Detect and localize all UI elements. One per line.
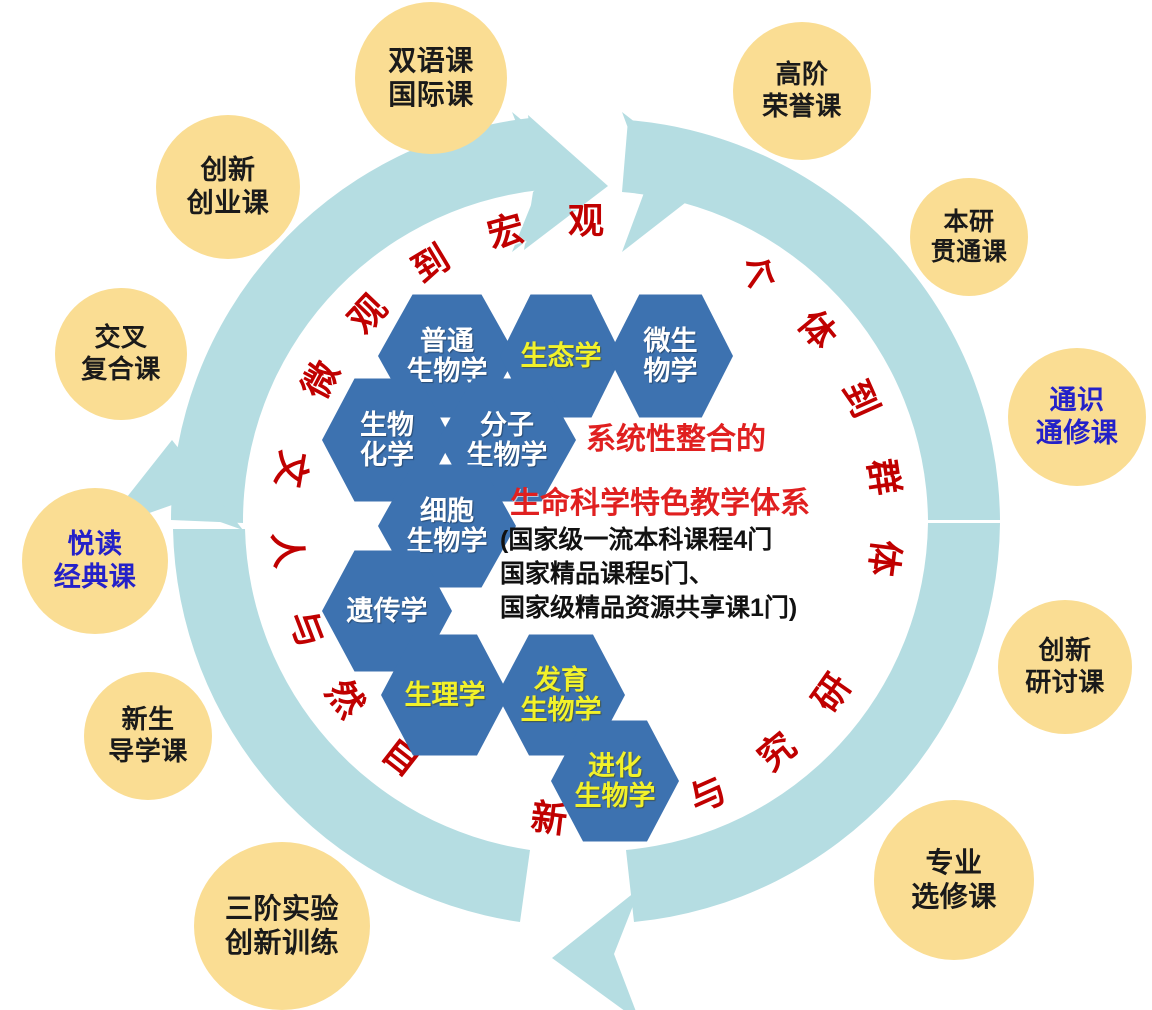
bubble-line1: 专业 [925, 846, 983, 878]
arc-label-char: 体 [861, 537, 907, 578]
bubble-general-education[interactable]: 通识 通修课 [1008, 348, 1146, 486]
center-headline-line2: 生命科学特色教学体系 [510, 487, 810, 520]
arc-label-char: 人 [265, 529, 311, 570]
bubble-line2: 荣誉课 [762, 91, 842, 121]
bubble-line2: 导学课 [108, 736, 188, 766]
hex-line1: 细胞 [420, 495, 474, 526]
bubble-freshman-tutorial[interactable]: 新生 导学课 [84, 672, 212, 800]
arc-label-char: 观 [567, 200, 604, 241]
hex-line2: 生物学 [406, 526, 488, 556]
bubble-line2: 国际课 [388, 79, 474, 110]
hex-line1: 分子 [480, 409, 534, 440]
bubble-line1: 交叉 [94, 322, 148, 353]
note-line1: (国家级一流本科课程4门 [500, 526, 773, 554]
bubble-line2: 复合课 [81, 354, 161, 384]
arc-label-char: 文 [267, 447, 315, 491]
bubble-line1: 双语课 [388, 44, 474, 76]
center-note: (国家级一流本科课程4门 国家精品课程5门、 国家级精品资源共享课1门) [500, 524, 797, 625]
hex-line1: 生态学 [520, 340, 602, 371]
bubble-three-tier-experiment[interactable]: 三阶实验 创新训练 [194, 842, 370, 1010]
bubble-line1: 悦读 [67, 529, 123, 560]
hex-line1: 生物 [360, 409, 414, 440]
bubble-undergrad-grad-through[interactable]: 本研 贯通课 [910, 178, 1028, 296]
bubble-line1: 创新 [200, 155, 256, 186]
hex-line2: 生物学 [574, 781, 656, 811]
bubble-line2: 创业课 [186, 188, 270, 218]
bubble-line1: 三阶实验 [224, 892, 339, 924]
hexagon-physiology[interactable]: 生理学 [381, 634, 509, 756]
bubble-line2: 创新训练 [224, 927, 339, 958]
hex-line1: 微生 [643, 325, 698, 356]
arc-label-char: 群 [860, 455, 907, 498]
bubble-line1: 高阶 [775, 59, 829, 90]
bubble-innovation-entrepreneurship[interactable]: 创新 创业课 [156, 115, 300, 259]
bubble-interdisciplinary[interactable]: 交叉 复合课 [55, 288, 187, 420]
center-headline-line1: 系统性整合的 [586, 423, 766, 456]
bubble-line1: 新生 [121, 704, 175, 735]
bubble-line1: 通识 [1049, 385, 1105, 416]
bubble-line2: 研讨课 [1025, 667, 1105, 697]
arrow-individual-to-population [622, 112, 1000, 520]
bubble-line1: 创新 [1038, 635, 1092, 666]
bubble-line1: 本研 [943, 207, 995, 236]
note-line3: 国家级精品资源共享课1门) [500, 593, 798, 622]
hex-line1: 普通 [420, 325, 474, 356]
bubble-major-elective[interactable]: 专业 选修课 [874, 800, 1034, 960]
bubble-classic-reading[interactable]: 悦读 经典课 [22, 488, 168, 634]
hex-line2: 化学 [360, 440, 414, 470]
hex-line2: 生物学 [520, 695, 602, 725]
bubble-line2: 通修课 [1035, 418, 1119, 448]
arrow-research-and-innovation [552, 523, 1000, 1010]
hex-line1: 发育 [534, 664, 588, 695]
hex-line1: 生理学 [404, 679, 486, 710]
bubble-line2: 经典课 [53, 562, 137, 592]
bubble-innovation-seminar[interactable]: 创新 研讨课 [998, 600, 1132, 734]
arrow-micro-to-macro [171, 112, 608, 523]
hex-line2: 物学 [643, 356, 698, 386]
hex-line1: 进化 [588, 750, 642, 781]
bubble-line2: 贯通课 [930, 238, 1008, 266]
bubble-advanced-honors[interactable]: 高阶 荣誉课 [733, 22, 871, 160]
bubble-line2: 选修课 [911, 881, 997, 912]
note-line2: 国家精品课程5门、 [500, 559, 714, 588]
hex-line1: 遗传学 [346, 595, 428, 626]
bubble-bilingual-international[interactable]: 双语课 国际课 [355, 2, 507, 154]
